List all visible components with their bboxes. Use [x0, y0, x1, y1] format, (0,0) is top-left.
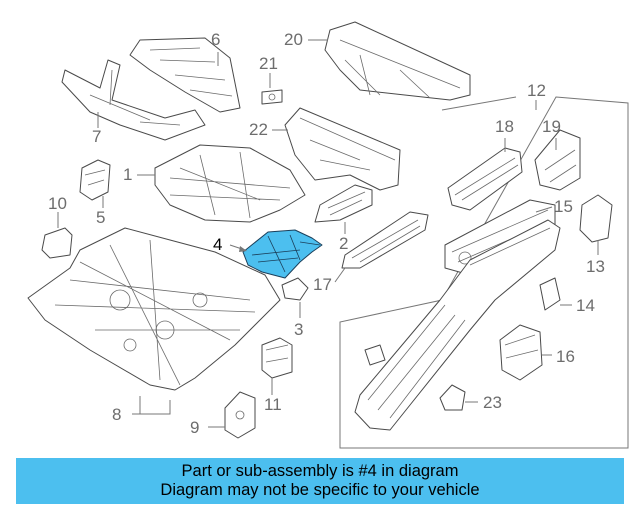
part-23-bracket: [439, 384, 466, 411]
callout-16[interactable]: 16: [556, 347, 575, 366]
part-13-bracket: [579, 194, 613, 243]
callout-1[interactable]: 1: [123, 165, 133, 184]
callout-23[interactable]: 23: [483, 393, 502, 412]
banner-line-part-number: Part or sub-assembly is #4 in diagram: [181, 462, 459, 480]
callout-19[interactable]: 19: [542, 117, 561, 136]
callout-15[interactable]: 15: [554, 197, 573, 216]
part-2-member: [314, 184, 373, 223]
part-17-member: [341, 211, 429, 269]
callout-20[interactable]: 20: [284, 30, 303, 49]
part-21-bracket: [261, 89, 283, 105]
part-3-bracket: [281, 277, 309, 301]
part-4-highlighted[interactable]: [242, 229, 323, 279]
callout-14[interactable]: 14: [576, 296, 595, 315]
callout-2[interactable]: 2: [339, 234, 349, 253]
part-11-bracket: [261, 337, 293, 379]
callout-11[interactable]: 11: [264, 395, 282, 414]
callout-13[interactable]: 13: [586, 257, 605, 276]
callout-5[interactable]: 5: [96, 208, 106, 227]
part-8-floor-pan: [27, 227, 281, 391]
callout-18[interactable]: 18: [495, 117, 514, 136]
callout-3[interactable]: 3: [294, 320, 304, 339]
callout-22[interactable]: 22: [249, 120, 268, 139]
callout-21[interactable]: 21: [259, 54, 278, 73]
part-10-bracket: [41, 227, 73, 259]
callout-9[interactable]: 9: [190, 418, 200, 437]
callout-17[interactable]: 17: [313, 275, 332, 294]
callout-12[interactable]: 12: [527, 81, 546, 100]
callout-7[interactable]: 7: [92, 127, 102, 146]
part-1-spare-tire-pan: [154, 144, 306, 223]
callout-10[interactable]: 10: [48, 194, 67, 213]
callout-8[interactable]: 8: [112, 405, 122, 424]
part-19-bracket: [534, 129, 581, 191]
part-14-bracket: [539, 277, 561, 311]
part-7-crossmember: [61, 59, 206, 141]
callout-4-highlighted[interactable]: 4: [213, 235, 223, 254]
part-5-bracket: [79, 159, 111, 201]
part-9-bracket: [224, 391, 256, 439]
callout-6[interactable]: 6: [211, 30, 221, 49]
part-20-upper-rail: [324, 21, 471, 101]
part-18-member: [447, 147, 523, 211]
part-12-rear-rail: [354, 219, 561, 431]
parts-diagram: [27, 21, 629, 449]
part-6-rear-panel: [129, 37, 241, 113]
banner-line-disclaimer: Diagram may not be specific to your vehi…: [160, 481, 480, 499]
info-banner: Part or sub-assembly is #4 in diagram Di…: [16, 458, 624, 504]
part-16-bracket: [499, 324, 543, 381]
part-22-rail: [284, 107, 401, 191]
